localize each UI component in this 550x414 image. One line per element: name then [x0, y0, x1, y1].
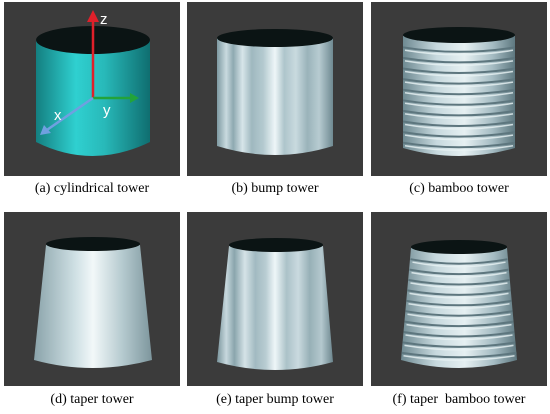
- ring-ridge: [411, 271, 507, 278]
- ring-groove: [402, 67, 516, 74]
- axis-label-x: x: [54, 107, 62, 124]
- axis-label-y: y: [103, 102, 111, 119]
- ring-ridge: [404, 60, 514, 67]
- ring-ridge: [404, 81, 514, 88]
- ring-ridge: [404, 70, 514, 77]
- bamboo-tower-shape: [403, 36, 515, 156]
- caption-e: (e) taper bump tower: [216, 392, 334, 407]
- ring-groove: [404, 320, 514, 328]
- ring-groove: [407, 289, 511, 296]
- caption-f: (f) taper bamboo tower: [392, 392, 526, 407]
- ring-groove: [402, 99, 516, 106]
- ring-groove: [406, 299, 512, 307]
- y-axis-arrow: [130, 93, 139, 103]
- ring-groove: [402, 78, 516, 85]
- taper-bamboo-rings: [401, 258, 517, 362]
- ring-ridge: [404, 102, 514, 109]
- x-axis: [43, 96, 94, 134]
- bamboo-tower-top: [403, 27, 515, 43]
- ring-groove: [410, 258, 508, 265]
- ring-ridge: [410, 282, 508, 289]
- taper-tower-shape: [34, 245, 152, 368]
- axis-label-z: z: [100, 11, 108, 28]
- x-axis-arrow: [40, 125, 51, 135]
- ring-ridge: [404, 123, 514, 130]
- panel-cylindrical-tower: z x y: [4, 2, 180, 176]
- ring-groove: [402, 109, 516, 117]
- z-axis-arrow: [87, 10, 99, 22]
- ring-ridge: [404, 344, 514, 351]
- ring-ridge: [406, 323, 512, 330]
- ring-groove: [405, 310, 513, 317]
- ring-groove: [402, 46, 516, 53]
- taper-bump-tower-shape: [217, 246, 333, 370]
- ring-ridge: [412, 261, 506, 268]
- panel-taper-bump-tower: [187, 212, 363, 386]
- ring-ridge: [409, 292, 509, 299]
- ring-ridge: [404, 49, 514, 56]
- bamboo-rings: [402, 46, 516, 151]
- ring-groove: [402, 141, 516, 149]
- taper-bump-tower-top: [229, 238, 323, 252]
- ring-groove: [402, 56, 516, 64]
- ring-groove: [409, 268, 509, 276]
- caption-d: (d) taper tower: [50, 392, 134, 407]
- ring-ridge: [403, 355, 515, 362]
- caption-b: (b) bump tower: [231, 181, 319, 196]
- ring-groove: [402, 341, 516, 348]
- panel-taper-bamboo-tower: [371, 212, 547, 386]
- ring-groove: [402, 131, 516, 138]
- ring-ridge: [404, 113, 514, 120]
- ring-groove: [401, 351, 517, 359]
- ring-groove: [402, 120, 516, 127]
- taper-tower-top: [46, 237, 140, 251]
- taper-bamboo-tower-top: [411, 240, 507, 254]
- panel-bump-tower: [187, 2, 363, 176]
- caption-a: (a) cylindrical tower: [34, 181, 150, 196]
- ring-ridge: [405, 334, 513, 341]
- caption-c: (c) bamboo tower: [409, 181, 509, 196]
- panel-bamboo-tower: [371, 2, 547, 176]
- ring-groove: [403, 331, 515, 338]
- bump-tower-shape: [217, 38, 333, 155]
- ring-ridge: [407, 313, 511, 320]
- ring-ridge: [404, 144, 514, 151]
- ring-ridge: [404, 134, 514, 141]
- ring-groove: [402, 88, 516, 96]
- ring-groove: [408, 279, 510, 286]
- ring-ridge: [408, 303, 510, 310]
- panel-taper-tower: [4, 212, 180, 386]
- bump-tower-top: [217, 29, 333, 47]
- ring-ridge: [404, 91, 514, 98]
